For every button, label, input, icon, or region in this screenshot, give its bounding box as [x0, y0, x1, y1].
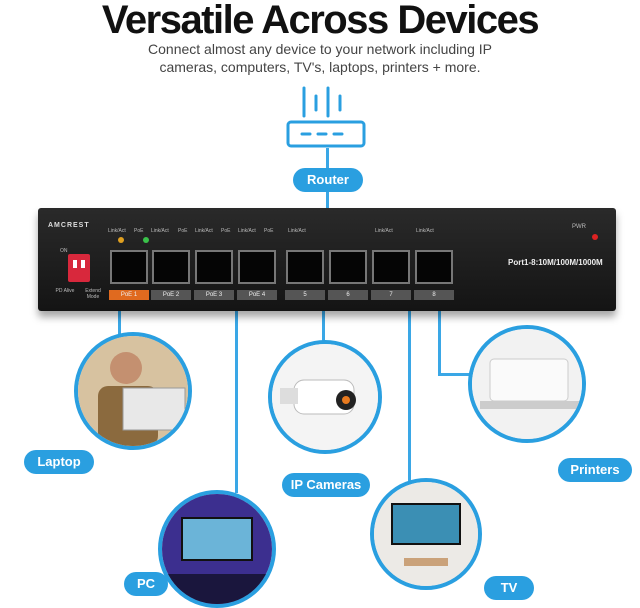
port-spec-label: Port1-8:10M/100M/1000M: [508, 258, 603, 267]
led-label: PoE: [134, 228, 144, 234]
dip-label-extend: Extend Mode: [85, 288, 101, 300]
ethernet-port[interactable]: [238, 250, 276, 284]
pc-photo: [158, 490, 276, 608]
brand-logo: AMCREST: [48, 222, 90, 229]
ethernet-port[interactable]: [329, 250, 367, 284]
led-label: Link/Act: [108, 228, 126, 234]
printer-wire-horizontal: [438, 373, 470, 376]
printer-photo: [468, 325, 586, 443]
led-label: Link/Act: [375, 228, 393, 234]
ip-cameras-label: IP Cameras: [282, 473, 370, 497]
tv-label: TV: [484, 576, 534, 600]
laptop-label: Laptop: [24, 450, 94, 474]
led-label: Link/Act: [416, 228, 434, 234]
ethernet-port[interactable]: [195, 250, 233, 284]
tv-wire: [408, 311, 411, 481]
router-icon: [286, 86, 366, 148]
ethernet-port[interactable]: [415, 250, 453, 284]
printer-wire-vertical: [438, 311, 441, 375]
dip-on-label: ON: [60, 248, 68, 254]
pc-label: PC: [124, 572, 168, 596]
pwr-led: [592, 234, 598, 240]
camera-wire: [322, 311, 325, 343]
led-label: PoE: [221, 228, 231, 234]
led-label: PoE: [264, 228, 274, 234]
port-label: PoE 4: [237, 290, 277, 300]
port-label: PoE 2: [151, 290, 191, 300]
led-label: Link/Act: [238, 228, 256, 234]
port-label: PoE 3: [194, 290, 234, 300]
port-label: PoE 1: [109, 290, 149, 300]
port-label: 6: [328, 290, 368, 300]
led-label: Link/Act: [288, 228, 306, 234]
tv-photo: [370, 478, 482, 590]
pwr-label: PWR: [572, 224, 586, 230]
led-label: Link/Act: [195, 228, 213, 234]
ethernet-port[interactable]: [152, 250, 190, 284]
dip-label-pd: PD Alive: [55, 288, 75, 294]
status-led: [118, 237, 124, 243]
subtitle-line-2: cameras, computers, TV's, laptops, print…: [159, 59, 481, 75]
laptop-photo: [74, 332, 192, 450]
ip-camera-photo: [268, 340, 382, 454]
led-label: Link/Act: [151, 228, 169, 234]
router-label: Router: [293, 168, 363, 192]
pc-wire: [235, 311, 238, 493]
printers-label: Printers: [558, 458, 632, 482]
port-label: 8: [414, 290, 454, 300]
laptop-wire: [118, 311, 121, 335]
port-label: 5: [285, 290, 325, 300]
led-label: PoE: [178, 228, 188, 234]
ethernet-port[interactable]: [286, 250, 324, 284]
port-label: 7: [371, 290, 411, 300]
router-wire: [326, 148, 329, 170]
status-led: [143, 237, 149, 243]
router-wire-lower: [326, 192, 329, 210]
ethernet-port[interactable]: [372, 250, 410, 284]
subtitle-line-1: Connect almost any device to your networ…: [148, 41, 492, 57]
network-switch: AMCREST PWR ON PD Alive Extend Mode Link…: [38, 208, 616, 311]
ethernet-port[interactable]: [110, 250, 148, 284]
dip-switch[interactable]: [68, 254, 90, 282]
page-title: Versatile Across Devices: [101, 0, 540, 42]
